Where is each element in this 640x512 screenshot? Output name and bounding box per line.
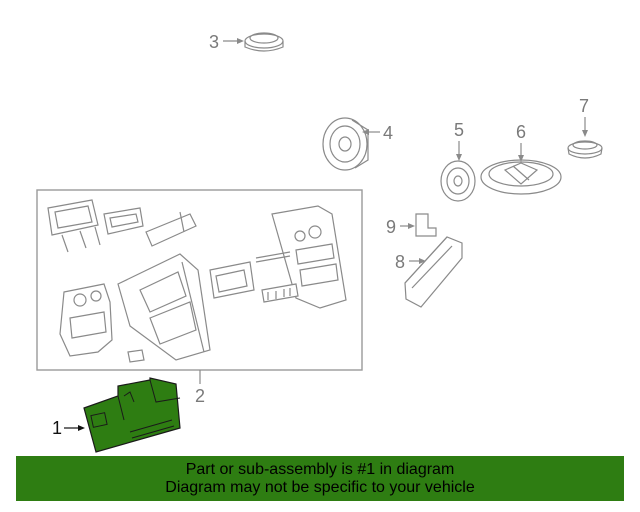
callout-9: 9 <box>386 217 415 237</box>
callout-2: 2 <box>195 370 205 406</box>
callout-6: 6 <box>516 122 526 162</box>
callout-3: 3 <box>209 32 244 52</box>
callout-6-arrow <box>518 155 524 162</box>
callout-4-label: 4 <box>383 123 393 143</box>
callout-9-label: 9 <box>386 217 396 237</box>
part-3-speaker-ring[interactable] <box>244 32 284 52</box>
callout-4-arrow <box>362 129 369 135</box>
callout-5-arrow <box>456 154 462 161</box>
part-9-bracket[interactable] <box>415 213 437 237</box>
part-1-control-module[interactable] <box>83 377 181 453</box>
callout-7-label: 7 <box>579 96 589 116</box>
callout-9-arrow <box>408 223 415 229</box>
callout-2-label: 2 <box>195 386 205 406</box>
callout-8-label: 8 <box>395 252 405 272</box>
callout-8: 8 <box>395 252 426 272</box>
notice-banner: Part or sub-assembly is #1 in diagram Di… <box>16 456 624 501</box>
callout-6-label: 6 <box>516 122 526 142</box>
part-2-console-assembly[interactable] <box>36 189 363 371</box>
callout-1-label: 1 <box>52 418 62 438</box>
part-7-ring[interactable] <box>567 140 603 159</box>
callout-7: 7 <box>579 96 589 137</box>
callout-8-arrow <box>419 258 426 264</box>
callout-4: 4 <box>362 123 393 143</box>
callout-5: 5 <box>454 120 464 161</box>
callout-1-arrow <box>78 425 85 431</box>
part-8-module[interactable] <box>404 236 463 308</box>
callout-1: 1 <box>52 418 85 438</box>
callout-7-arrow <box>582 130 588 137</box>
notice-line-1: Part or sub-assembly is #1 in diagram <box>185 461 455 478</box>
callout-3-label: 3 <box>209 32 219 52</box>
part-5-tweeter[interactable] <box>440 160 476 202</box>
part-6-speaker-grille[interactable] <box>480 159 562 195</box>
callout-3-arrow <box>237 38 244 44</box>
callout-5-label: 5 <box>454 120 464 140</box>
notice-line-2: Diagram may not be specific to your vehi… <box>165 479 475 496</box>
part-4-speaker[interactable] <box>322 117 369 171</box>
